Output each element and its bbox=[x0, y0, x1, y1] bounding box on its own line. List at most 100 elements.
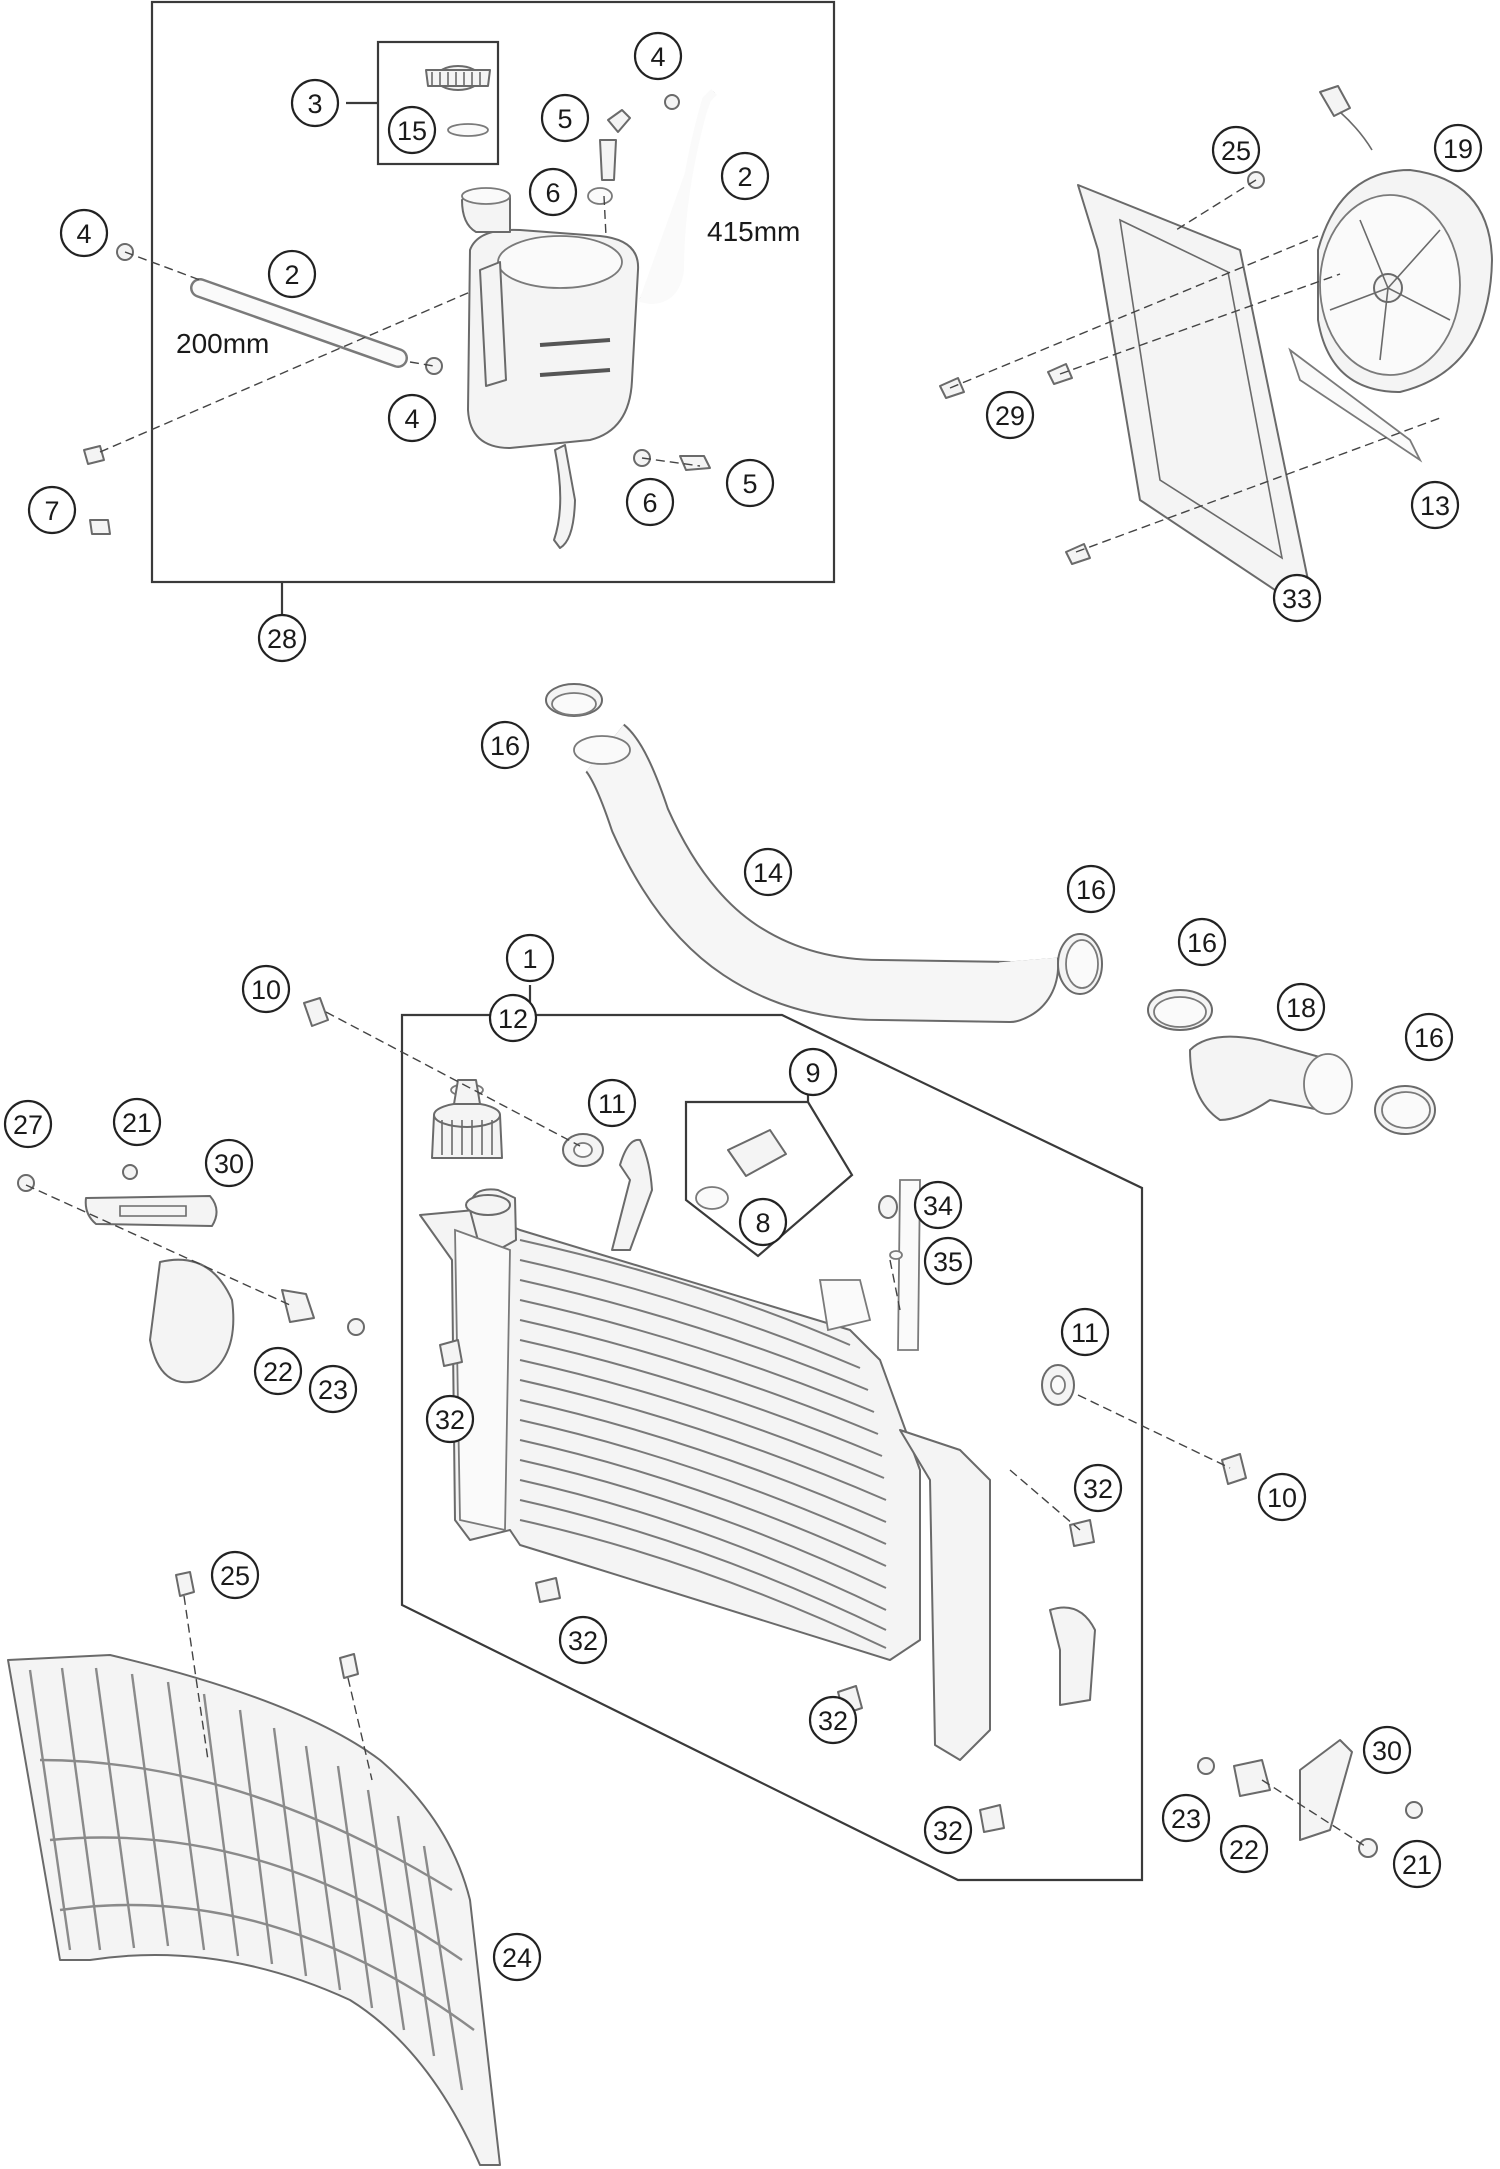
kit-frame-1 bbox=[400, 1013, 1144, 1882]
callout-number: 10 bbox=[1267, 1483, 1297, 1513]
callout-number: 13 bbox=[1420, 491, 1450, 521]
expansion-tank-kit bbox=[83, 0, 836, 618]
callout-24: 24 bbox=[492, 1932, 542, 1982]
hose-fitting-18 bbox=[1189, 1035, 1331, 1121]
callout-circle bbox=[59, 208, 109, 258]
callout-circle bbox=[1410, 480, 1460, 530]
callout-23: 23 bbox=[308, 1364, 358, 1414]
callout-4: 4 bbox=[59, 208, 109, 258]
callout-32: 32 bbox=[1073, 1463, 1123, 1513]
callout-number: 11 bbox=[598, 1089, 626, 1119]
callout-number: 5 bbox=[742, 469, 757, 499]
callout-22: 22 bbox=[1219, 1824, 1269, 1874]
callout-number: 4 bbox=[650, 42, 665, 72]
callout-number: 22 bbox=[263, 1357, 293, 1387]
callout-6: 6 bbox=[625, 477, 675, 527]
callout-circle bbox=[1211, 125, 1261, 175]
callout-11: 11 bbox=[587, 1078, 637, 1128]
callout-circle bbox=[1276, 982, 1326, 1032]
tank-cap bbox=[425, 65, 491, 137]
callout-3: 3 bbox=[290, 78, 340, 128]
callout-circle bbox=[540, 93, 590, 143]
callout-number: 6 bbox=[642, 488, 657, 518]
callout-number: 33 bbox=[1282, 584, 1312, 614]
damper-22-left bbox=[281, 1289, 315, 1323]
callout-circle bbox=[1362, 1725, 1412, 1775]
callout-number: 23 bbox=[318, 1375, 348, 1405]
kit-frame-28 bbox=[150, 0, 836, 584]
fan-shroud-33 bbox=[1077, 184, 1309, 601]
callout-32: 32 bbox=[558, 1615, 608, 1665]
callout-circle bbox=[425, 1394, 475, 1444]
upper-radiator-hose bbox=[545, 683, 1436, 1135]
callout-circle bbox=[808, 1695, 858, 1745]
callout-number: 1 bbox=[522, 944, 537, 974]
callout-number: 6 bbox=[545, 178, 560, 208]
radiator-core bbox=[419, 1138, 1096, 1761]
callout-16: 16 bbox=[1177, 917, 1227, 967]
callout-number: 16 bbox=[1414, 1023, 1444, 1053]
callout-number: 18 bbox=[1286, 993, 1316, 1023]
callout-number: 32 bbox=[933, 1816, 963, 1846]
callout-6: 6 bbox=[528, 167, 578, 217]
callout-number: 2 bbox=[737, 162, 752, 192]
dimension-label-415mm: 415mm bbox=[707, 216, 800, 247]
callout-circle bbox=[1257, 1472, 1307, 1522]
callout-16: 16 bbox=[1404, 1012, 1454, 1062]
radiator-fan-assembly bbox=[939, 85, 1493, 601]
callout-circle bbox=[725, 458, 775, 508]
bracket-30-right bbox=[1299, 1739, 1353, 1841]
callout-number: 3 bbox=[307, 89, 322, 119]
callout-number: 8 bbox=[755, 1208, 770, 1238]
callout-10: 10 bbox=[241, 964, 291, 1014]
callout-15: 15 bbox=[387, 105, 437, 155]
dimension-label-200mm: 200mm bbox=[176, 328, 269, 359]
callout-circle bbox=[505, 933, 555, 983]
callout-number: 32 bbox=[568, 1626, 598, 1656]
callout-circle bbox=[587, 1078, 637, 1128]
callout-circle bbox=[253, 1346, 303, 1396]
callout-30: 30 bbox=[204, 1138, 254, 1188]
callout-circle bbox=[625, 477, 675, 527]
radiator-kit bbox=[303, 985, 1247, 1882]
callout-34: 34 bbox=[913, 1180, 963, 1230]
callout-circle bbox=[528, 167, 578, 217]
callout-number: 21 bbox=[1402, 1850, 1432, 1880]
damper-22-right bbox=[1233, 1759, 1271, 1797]
callout-number: 12 bbox=[498, 1004, 528, 1034]
callout-4: 4 bbox=[633, 31, 683, 81]
callout-29: 29 bbox=[985, 390, 1035, 440]
callout-number: 15 bbox=[397, 116, 427, 146]
callout-number: 30 bbox=[214, 1149, 244, 1179]
callout-circle bbox=[985, 390, 1035, 440]
callout-circle bbox=[558, 1615, 608, 1665]
callout-circle bbox=[387, 105, 437, 155]
callout-number: 4 bbox=[404, 404, 419, 434]
callout-circle bbox=[492, 1932, 542, 1982]
callout-number: 34 bbox=[923, 1191, 953, 1221]
callout-number: 19 bbox=[1443, 134, 1473, 164]
callout-number: 29 bbox=[995, 401, 1025, 431]
callout-circle bbox=[257, 613, 307, 663]
callout-circle bbox=[290, 78, 340, 128]
callout-circle bbox=[1060, 1307, 1110, 1357]
callout-9: 9 bbox=[788, 1047, 838, 1097]
callout-11: 11 bbox=[1060, 1307, 1110, 1357]
callout-circle bbox=[788, 1047, 838, 1097]
callout-number: 25 bbox=[220, 1561, 250, 1591]
callout-number: 27 bbox=[13, 1110, 43, 1140]
callout-23: 23 bbox=[1161, 1793, 1211, 1843]
callout-32: 32 bbox=[808, 1695, 858, 1745]
callout-circle bbox=[480, 720, 530, 770]
callout-circle bbox=[1219, 1824, 1269, 1874]
callout-number: 24 bbox=[502, 1943, 532, 1973]
callout-number: 14 bbox=[753, 858, 783, 888]
callout-number: 16 bbox=[490, 731, 520, 761]
callout-10: 10 bbox=[1257, 1472, 1307, 1522]
callout-33: 33 bbox=[1272, 573, 1322, 623]
callout-2: 2 bbox=[720, 151, 770, 201]
callout-21: 21 bbox=[1392, 1839, 1442, 1889]
callout-number: 16 bbox=[1187, 928, 1217, 958]
callout-21: 21 bbox=[112, 1097, 162, 1147]
